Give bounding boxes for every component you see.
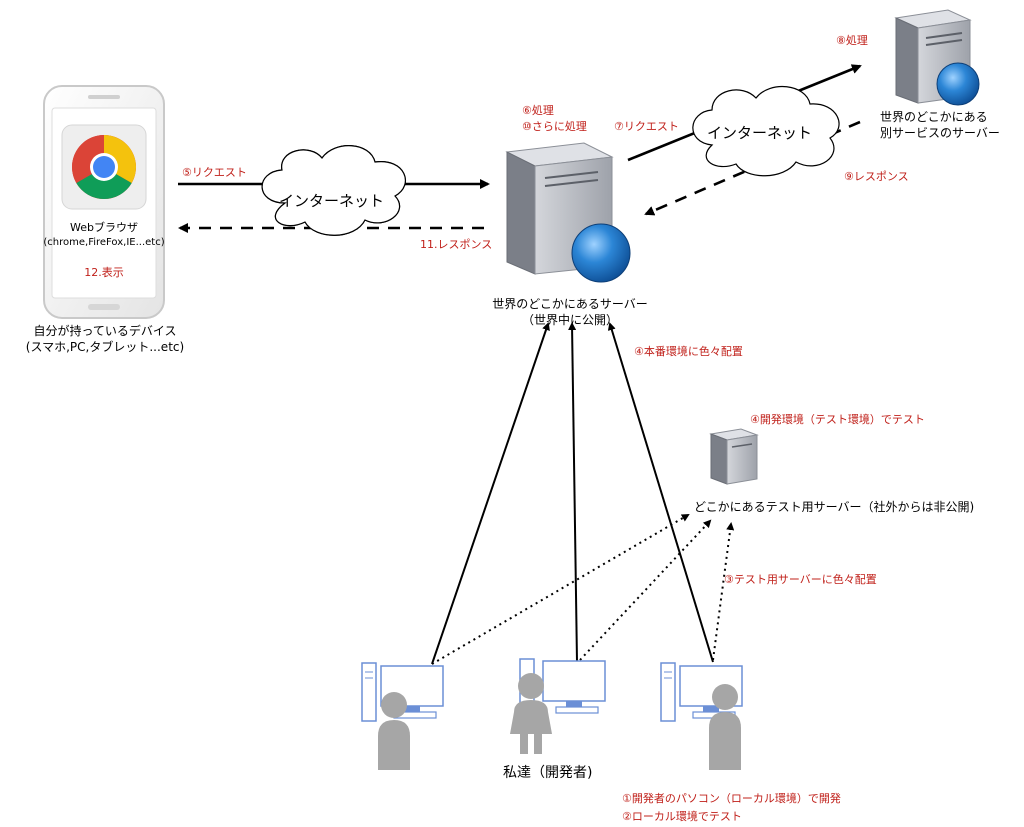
- test-deploy-label: ③テスト用サーバーに色々配置: [724, 573, 877, 586]
- display-step-label: 12.表示: [84, 266, 124, 279]
- device-caption-line2: (スマホ,PC,タブレット...etc): [25, 340, 185, 354]
- external-server-caption-line1: 世界のどこかにある: [880, 110, 988, 124]
- internet-cloud-right: [692, 85, 840, 177]
- external-server-icon: [894, 9, 980, 106]
- main-server-step-1: ⑥処理: [522, 104, 554, 117]
- deploy-arrow-3: [607, 322, 714, 663]
- external-server-caption-line2: 別サービスのサーバー: [880, 126, 1000, 140]
- test-server-icon: [709, 428, 759, 485]
- test-arrow-1: [431, 513, 690, 665]
- main-server-icon: [505, 142, 631, 283]
- developer-workstation-2: [510, 658, 606, 754]
- test-server-caption: どこかにあるテスト用サーバー（社外からは非公開): [694, 500, 975, 514]
- request-label-left: ⑤リクエスト: [182, 166, 247, 179]
- developer-note-1: ①開発者のパソコン（ローカル環境）で開発: [622, 792, 841, 805]
- test-arrow-2: [579, 519, 712, 661]
- deploy-arrow-2: [568, 322, 578, 663]
- main-server-step-2: ⑩さらに処理: [522, 120, 587, 133]
- response-label-left: 11.レスポンス: [420, 238, 493, 251]
- production-deploy-label: ④本番環境に色々配置: [634, 345, 743, 358]
- chrome-icon: [61, 124, 147, 210]
- external-server-step: ⑧処理: [836, 34, 868, 47]
- test-arrow-3: [712, 522, 735, 661]
- developer-note-2: ②ローカル環境でテスト: [622, 810, 742, 823]
- internet-label-left: インターネット: [279, 192, 385, 210]
- developer-workstation-3: [660, 662, 743, 770]
- browser-name: Webブラウザ: [70, 221, 138, 234]
- request-label-right: ⑦リクエスト: [614, 120, 679, 133]
- browser-examples: (chrome,FireFox,IE...etc): [43, 237, 165, 248]
- internet-label-right: インターネット: [707, 124, 813, 142]
- test-environment-label: ④開発環境（テスト環境）でテスト: [750, 413, 925, 426]
- developer-workstation-1: [361, 662, 444, 770]
- response-label-right: ⑨レスポンス: [844, 170, 909, 183]
- main-server-caption-line2: （世界中に公開）: [521, 313, 618, 327]
- device-caption-line1: 自分が持っているデバイス: [33, 324, 177, 338]
- developers-caption: 私達（開発者): [503, 765, 593, 781]
- main-server-caption-line1: 世界のどこかにあるサーバー: [492, 297, 648, 311]
- deploy-arrow-1: [431, 322, 550, 665]
